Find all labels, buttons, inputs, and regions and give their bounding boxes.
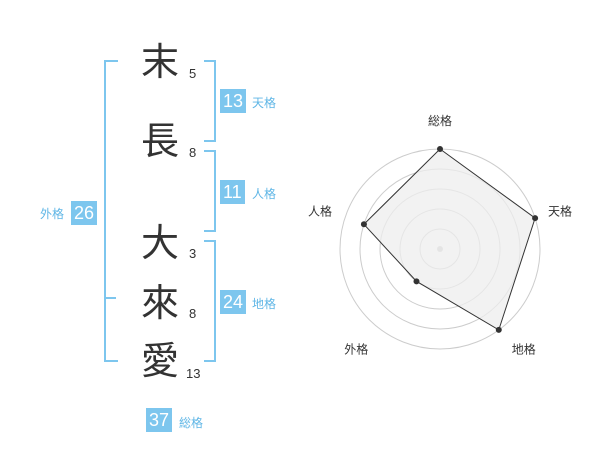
gaikaku-label: 外格 bbox=[40, 207, 65, 221]
radar-axis-label-3: 地格 bbox=[512, 342, 536, 357]
radar-point-5 bbox=[360, 221, 367, 228]
gaikaku-bracket-tick bbox=[104, 297, 116, 299]
stroke-count-2: 8 bbox=[189, 145, 197, 160]
jinkaku-value: 11 bbox=[220, 180, 245, 204]
tenkaku-bracket bbox=[204, 60, 216, 142]
jinkaku-bracket bbox=[204, 150, 216, 232]
radar-point-3 bbox=[495, 326, 502, 333]
radar-axis-label-2: 天格 bbox=[548, 203, 572, 218]
radar-point-2 bbox=[532, 215, 539, 222]
gaikaku-value: 26 bbox=[71, 201, 98, 225]
stroke-count-3: 3 bbox=[189, 246, 197, 261]
stroke-count-4: 8 bbox=[189, 306, 197, 321]
name-char-3: 大 bbox=[140, 221, 179, 265]
radar-axis-label-5: 人格 bbox=[308, 203, 332, 218]
tenkaku-label: 天格 bbox=[252, 96, 277, 110]
chikaku-label: 地格 bbox=[252, 297, 277, 311]
name-char-1: 末 bbox=[140, 40, 179, 84]
tenkaku-value: 13 bbox=[220, 89, 247, 113]
soukaku-label: 総格 bbox=[179, 416, 204, 430]
soukaku-value: 37 bbox=[146, 408, 173, 432]
stroke-count-1: 5 bbox=[189, 66, 197, 81]
name-char-4: 來 bbox=[140, 281, 179, 325]
radar-axis-label-1: 総格 bbox=[428, 113, 452, 128]
chikaku-value: 24 bbox=[220, 290, 247, 314]
chikaku-bracket bbox=[204, 240, 216, 362]
gaikaku-bracket bbox=[104, 60, 118, 362]
jinkaku-label: 人格 bbox=[252, 187, 277, 201]
radar-area bbox=[363, 148, 536, 331]
name-char-5: 愛 bbox=[140, 339, 179, 383]
radar-axis-label-4: 外格 bbox=[344, 342, 368, 357]
stroke-count-5: 13 bbox=[186, 366, 201, 381]
radar-point-1 bbox=[437, 146, 443, 152]
radar-point-4 bbox=[413, 278, 420, 285]
name-char-2: 長 bbox=[140, 119, 179, 163]
